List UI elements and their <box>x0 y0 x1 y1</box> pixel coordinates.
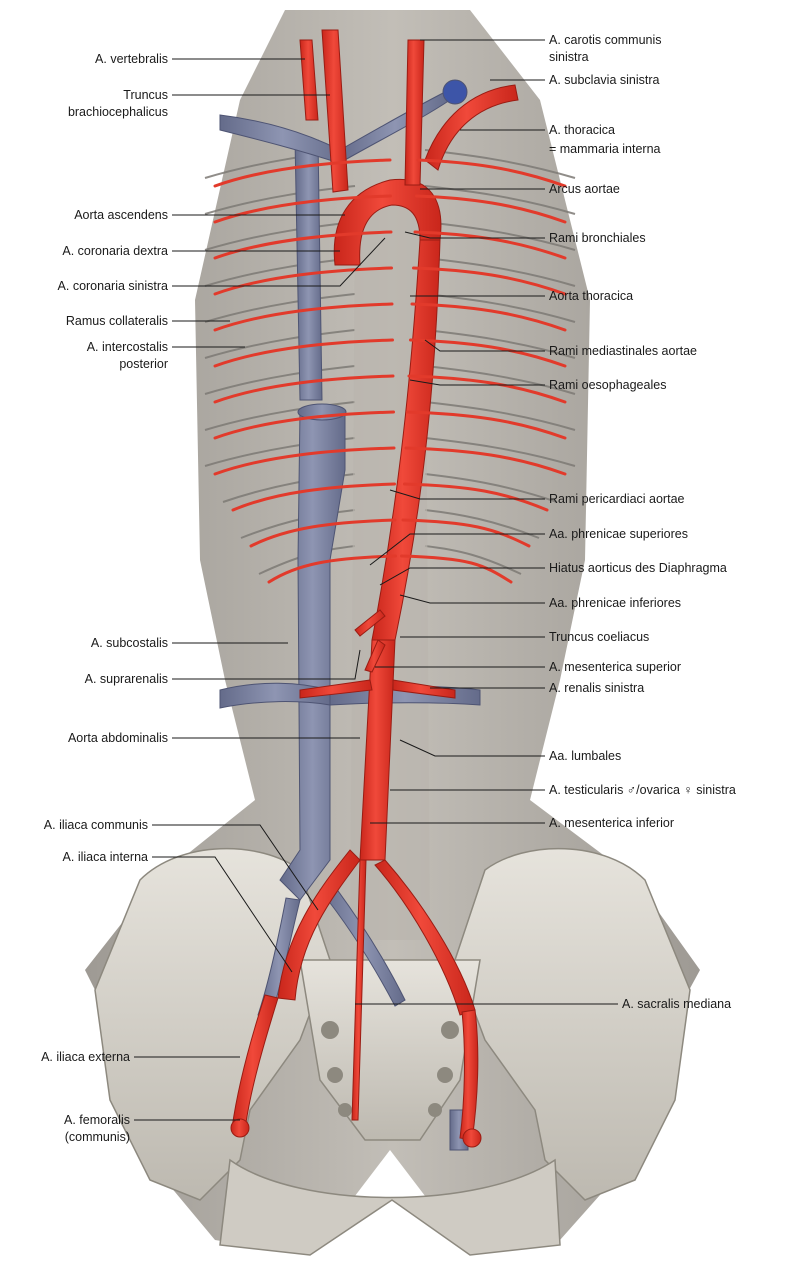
label-testicularis: A. testicularis ♂/ovarica ♀ sinistra <box>549 783 736 797</box>
label-carotis-1: A. carotis communis <box>549 33 662 47</box>
label-coeliacus: Truncus coeliacus <box>549 630 650 644</box>
rib <box>204 329 356 359</box>
intercostal-artery <box>213 338 394 368</box>
intercostal-artery <box>213 410 395 440</box>
rib <box>424 365 576 395</box>
label-subclavia: A. subclavia sinistra <box>549 73 660 87</box>
intercostal-artery <box>404 446 567 476</box>
label-oesophageales: Rami oesophageales <box>549 378 667 392</box>
intercostal-artery <box>407 374 567 404</box>
intercostal-artery <box>410 302 567 332</box>
intercostal-artery <box>213 374 395 404</box>
intercostal-artery <box>412 266 567 296</box>
label-vertebralis: A. vertebralis <box>95 52 168 66</box>
label-phrenicae-sup: Aa. phrenicae superiores <box>549 527 688 541</box>
label-truncus-brachiocephalicus-2: brachiocephalicus <box>67 105 168 119</box>
label-aorta-thoracica: Aorta thoracica <box>549 289 634 303</box>
label-suprarenalis: A. suprarenalis <box>84 672 168 686</box>
label-iliaca-externa: A. iliaca externa <box>41 1050 130 1064</box>
rib <box>204 365 356 395</box>
label-thoracica-1: A. thoracica <box>549 123 616 137</box>
ribs <box>204 149 576 575</box>
rib <box>204 401 356 431</box>
label-renalis: A. renalis sinistra <box>549 681 645 695</box>
rib <box>424 473 558 503</box>
label-mesenterica-inf: A. mesenterica inferior <box>549 816 675 830</box>
intercostal-arteries <box>213 158 567 584</box>
label-sacralis: A. sacralis mediana <box>622 997 732 1011</box>
intercostal-artery <box>415 194 567 224</box>
label-coronaria-sinistra: A. coronaria sinistra <box>57 279 168 293</box>
rib <box>424 185 576 215</box>
rib <box>204 293 356 323</box>
label-coronaria-dextra: A. coronaria dextra <box>62 244 168 258</box>
intercostal-artery <box>213 302 394 332</box>
rib <box>424 329 576 359</box>
label-femoralis-1: A. femoralis <box>64 1113 130 1127</box>
label-femoralis-2: (communis) <box>64 1130 130 1144</box>
intercostal-artery <box>403 482 549 512</box>
intercostal-artery <box>401 518 531 548</box>
intercostal-artery <box>267 554 397 584</box>
intercostal-artery <box>213 446 396 476</box>
label-iliaca-communis: A. iliaca communis <box>43 818 148 832</box>
intercostal-artery <box>409 338 567 368</box>
intercostal-artery <box>213 230 393 260</box>
label-aorta-ascendens: Aorta ascendens <box>74 208 168 222</box>
intercostal-artery <box>231 482 396 512</box>
label-hiatus: Hiatus aorticus des Diaphragma <box>549 561 727 575</box>
rib <box>424 509 540 539</box>
label-lumbales: Aa. lumbales <box>549 749 622 763</box>
label-truncus-brachiocephalicus-1: Truncus <box>123 88 168 102</box>
label-phrenicae-inf: Aa. phrenicae inferiores <box>549 596 682 610</box>
rib <box>424 401 576 431</box>
label-aorta-abdominalis: Aorta abdominalis <box>67 731 168 745</box>
label-arcus: Arcus aortae <box>549 182 620 196</box>
label-subcostalis: A. subcostalis <box>90 636 168 650</box>
intercostal-artery <box>406 410 567 440</box>
intercostal-artery <box>213 158 392 188</box>
intercostal-artery <box>249 518 397 548</box>
label-intercostalis-2: posterior <box>119 357 168 371</box>
rib <box>424 545 522 575</box>
label-mesenterica-sup: A. mesenterica superior <box>549 660 682 674</box>
label-pericardiaci: Rami pericardiaci aortae <box>549 492 685 506</box>
label-intercostalis-1: A. intercostalis <box>86 340 168 354</box>
label-mediastinales: Rami mediastinales aortae <box>549 344 697 358</box>
intercostal-artery <box>400 554 513 584</box>
intercostal-artery <box>416 158 567 188</box>
intercostal-artery <box>413 230 567 260</box>
label-iliaca-interna: A. iliaca interna <box>62 850 148 864</box>
rib <box>424 437 576 467</box>
label-thoracica-2: = mammaria interna <box>549 142 661 156</box>
intercostal-artery <box>213 194 392 224</box>
pelvis-bone <box>94 847 691 1256</box>
intercostal-artery <box>213 266 393 296</box>
label-ramus-collateralis: Ramus collateralis <box>65 314 168 328</box>
label-carotis-2: sinistra <box>549 50 589 64</box>
label-bronchiales: Rami bronchiales <box>549 231 646 245</box>
